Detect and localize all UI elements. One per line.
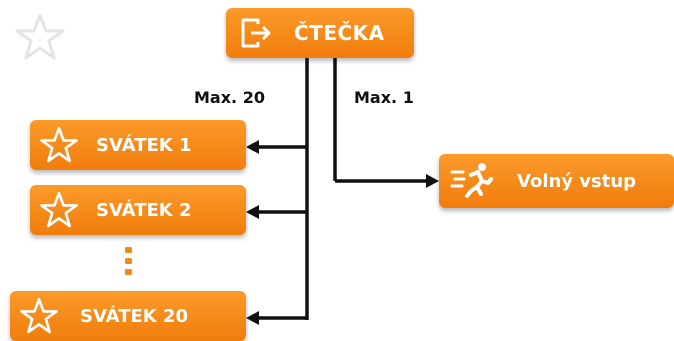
edge-label-free-entry: Max. 1 (354, 88, 414, 107)
star-icon (18, 295, 60, 337)
arrowhead-free-entry (426, 174, 439, 188)
holiday-node-1-label: SVÁTEK 1 (96, 134, 192, 156)
arrowhead-svatek-20 (246, 311, 259, 325)
holiday-node-1: SVÁTEK 1 (30, 120, 246, 170)
reader-node-label: ČTEČKA (294, 21, 385, 45)
running-person-icon (449, 159, 497, 203)
reader-node: ČTEČKA (226, 8, 414, 58)
edge-label-holidays: Max. 20 (194, 88, 265, 107)
free-entry-node: Volný vstup (439, 154, 674, 208)
star-icon (38, 189, 80, 231)
door-exit-icon (236, 13, 276, 53)
connector-lines (246, 58, 439, 325)
ellipsis-dots (125, 247, 132, 275)
holiday-node-2: SVÁTEK 2 (30, 185, 246, 235)
star-icon (38, 124, 80, 166)
holiday-node-20-label: SVÁTEK 20 (80, 305, 189, 327)
free-entry-node-label: Volný vstup (517, 170, 637, 192)
arrowhead-svatek-1 (246, 140, 259, 154)
holiday-node-20: SVÁTEK 20 (10, 291, 246, 341)
ghost-star-icon (15, 13, 65, 60)
arrowhead-svatek-2 (246, 205, 259, 219)
holiday-node-2-label: SVÁTEK 2 (96, 199, 192, 221)
